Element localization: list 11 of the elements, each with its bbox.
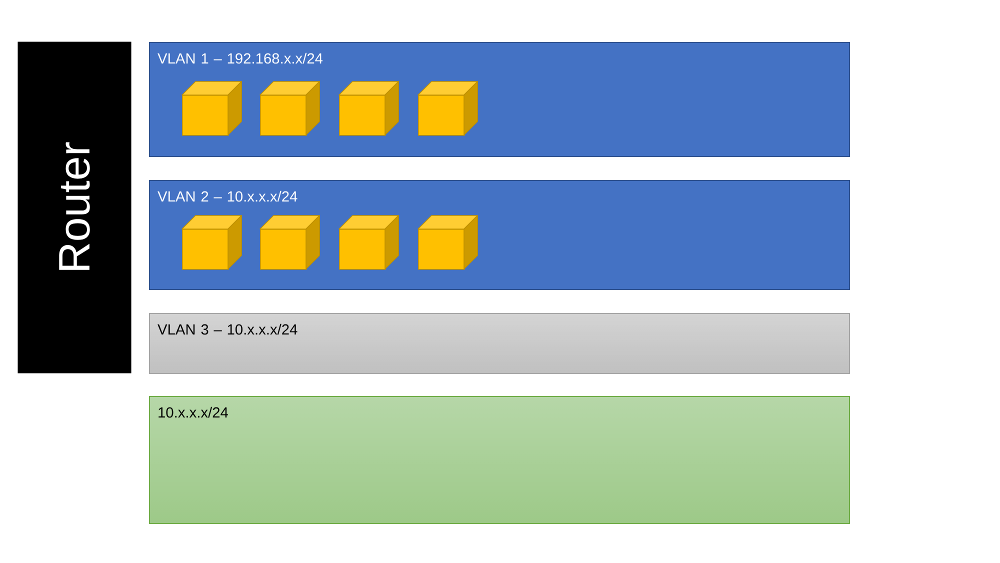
cube <box>182 215 242 270</box>
cube <box>338 215 399 270</box>
cube <box>338 81 399 136</box>
cube <box>418 81 478 136</box>
cube <box>182 81 242 136</box>
network-band: VLAN 3 – 10.x.x.x/24 <box>149 313 850 374</box>
cube <box>260 215 320 270</box>
cube <box>260 81 320 136</box>
cube <box>418 215 478 270</box>
router-box: Router <box>18 42 132 374</box>
network-band: 10.x.x.x/24 <box>149 396 850 524</box>
